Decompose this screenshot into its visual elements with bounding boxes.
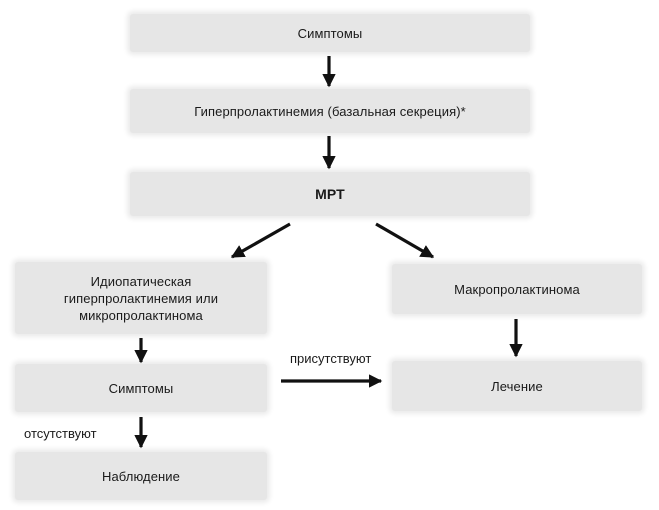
hyperprolactinemia-text: Гиперпролактинемия (базальная секреция)* xyxy=(194,103,466,119)
treatment-box: Лечение xyxy=(392,361,642,411)
idiopathic-text: Идиопатическая гиперпролактинемия или ми… xyxy=(64,273,218,324)
symptoms-top-text: Симптомы xyxy=(297,25,363,41)
idiopathic-line-3: микропролактинома xyxy=(79,307,203,323)
hyperprolactinemia-box: Гиперпролактинемия (базальная секреция)* xyxy=(130,89,530,133)
treatment-text: Лечение xyxy=(491,378,543,394)
arrow-mri-to-idiopathic xyxy=(230,222,291,259)
observation-box: Наблюдение xyxy=(15,452,267,500)
mri-text: МРТ xyxy=(315,185,345,202)
macroprolactinoma-box: Макропролактинома xyxy=(392,264,642,314)
symptoms-left-text: Симптомы xyxy=(108,380,174,396)
absent-label: отсутствуют xyxy=(24,426,97,441)
symptoms-left-box: Симптомы xyxy=(15,364,267,412)
present-label: присутствуют xyxy=(290,351,372,366)
macroprolactinoma-text: Макропролактинома xyxy=(454,281,580,297)
arrow-mri-to-macro xyxy=(375,222,435,259)
observation-text: Наблюдение xyxy=(101,468,181,484)
mri-box: МРТ xyxy=(130,172,530,216)
idiopathic-line-1: Идиопатическая xyxy=(90,273,192,289)
idiopathic-line-2: гиперпролактинемия или xyxy=(63,290,219,306)
symptoms-top-box: Симптомы xyxy=(130,14,530,52)
idiopathic-box: Идиопатическая гиперпролактинемия или ми… xyxy=(15,262,267,334)
